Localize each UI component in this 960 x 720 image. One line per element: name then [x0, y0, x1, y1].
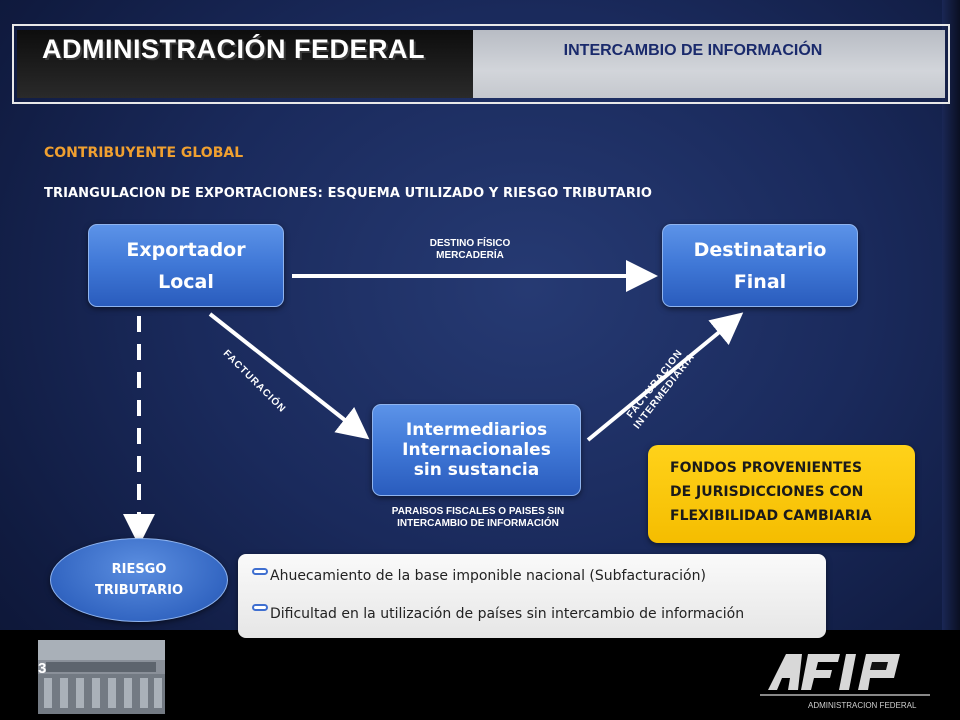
arrow-facturacion — [208, 312, 370, 440]
slide-edge — [942, 0, 960, 630]
fondos-line2: DE JURISDICCIONES CON — [670, 484, 864, 500]
logo-caption: ADMINISTRACION FEDERAL — [808, 701, 917, 710]
riesgo-tributario-ellipse: RIESGO TRIBUTARIO — [50, 538, 228, 622]
section-heading: CONTRIBUYENTE GLOBAL — [44, 145, 244, 161]
box-intermediarios: Intermediarios Internacionales sin susta… — [372, 404, 581, 496]
page-number: 3 — [38, 660, 47, 677]
box-exportador-line1: Exportador — [126, 238, 246, 261]
fondos-line1: FONDOS PROVENIENTES — [670, 460, 863, 476]
header-subtitle: INTERCAMBIO DE INFORMACIÓN — [563, 42, 823, 59]
box-intermediarios-line1: Intermediarios — [405, 420, 548, 440]
box-intermediarios-line3: sin sustancia — [413, 460, 540, 480]
label-destino-line2: MERCADERÍA — [436, 250, 504, 261]
fondos-line3: FLEXIBILIDAD CAMBIARIA — [670, 508, 872, 524]
bullet-item: Ahuecamiento de la base imponible nacion… — [270, 568, 706, 584]
label-destino-line1: DESTINO FÍSICO — [429, 238, 511, 249]
bullet-dash-icon — [252, 604, 268, 611]
box-exportador-line2: Local — [158, 270, 214, 293]
box-destinatario-line2: Final — [733, 270, 787, 293]
building-photo — [38, 640, 165, 714]
fondos-callout: FONDOS PROVENIENTES DE JURISDICCIONES CO… — [648, 445, 915, 543]
label-paraisos-line2: INTERCAMBIO DE INFORMACIÓN — [397, 518, 559, 529]
box-exportador-local: Exportador Local — [88, 224, 284, 307]
label-paraisos-line1: PARAISOS FISCALES O PAISES SIN — [391, 506, 565, 517]
riesgo-line1: RIESGO — [111, 562, 167, 577]
label-facturacion: FACTURACIÓN — [220, 348, 288, 416]
risk-bullet-list: Ahuecamiento de la base imponible nacion… — [238, 554, 826, 638]
box-destinatario-line1: Destinatario — [693, 238, 827, 261]
bullet-item: Dificultad en la utilización de países s… — [270, 606, 745, 622]
riesgo-line2: TRIBUTARIO — [95, 583, 183, 598]
section-subheading: TRIANGULACION DE EXPORTACIONES: ESQUEMA … — [44, 186, 653, 201]
label-paraisos-fiscales: PARAISOS FISCALES O PAISES SIN INTERCAMB… — [348, 506, 608, 530]
label-facturacion-intermediaria: FACTURACION INTERMEDIARIA — [622, 344, 698, 432]
header-title: ADMINISTRACIÓN FEDERAL — [42, 34, 425, 64]
label-destino-fisico: DESTINO FÍSICO MERCADERÍA — [412, 238, 528, 262]
header-subtitle-panel — [473, 30, 945, 98]
header-title-panel — [17, 30, 473, 98]
box-intermediarios-line2: Internacionales — [402, 440, 551, 460]
bullet-dash-icon — [252, 568, 268, 575]
box-destinatario-final: Destinatario Final — [662, 224, 858, 307]
header-frame — [12, 24, 950, 104]
afip-logo: ADMINISTRACION FEDERAL — [760, 648, 930, 712]
